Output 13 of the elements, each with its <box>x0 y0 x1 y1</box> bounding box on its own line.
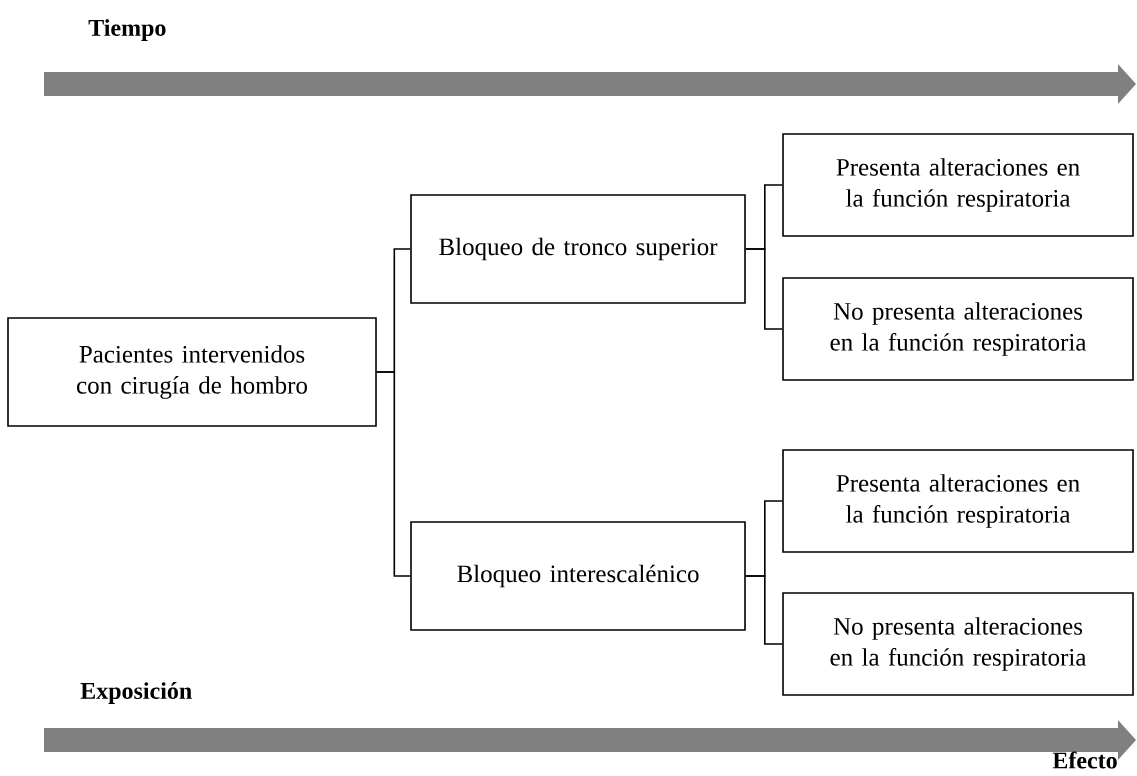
process-box: Presenta alteraciones en la función respiratoria <box>782 133 1134 237</box>
process-box: No presenta alteraciones en la función respiratoria <box>782 592 1134 696</box>
connector-line <box>376 371 411 577</box>
process-box: Bloqueo de tronco superior <box>410 194 746 304</box>
connector-line <box>745 575 783 645</box>
process-box: No presenta alteraciones en la función respiratoria <box>782 277 1134 381</box>
heading-text: Tiempo <box>88 19 166 41</box>
heading-text: Efecto <box>1052 751 1117 769</box>
heading-text: Exposición <box>80 682 192 704</box>
process-box: Presenta alteraciones en la función respiratoria <box>782 449 1134 553</box>
connector-line <box>745 248 783 330</box>
process-box: Bloqueo interescalénico <box>410 521 746 631</box>
process-box: Pacientes intervenidos con cirugía de hombro <box>7 317 377 427</box>
